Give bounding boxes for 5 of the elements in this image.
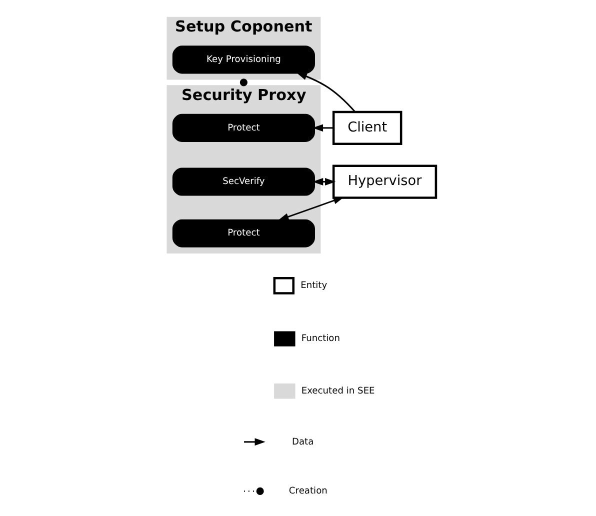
legend-label: Creation xyxy=(288,486,327,497)
legend-label: Entity xyxy=(300,281,327,292)
legend-label: Data xyxy=(292,437,314,448)
legend-label: Executed in SEE xyxy=(300,386,374,396)
legend-label: Function xyxy=(300,334,340,344)
